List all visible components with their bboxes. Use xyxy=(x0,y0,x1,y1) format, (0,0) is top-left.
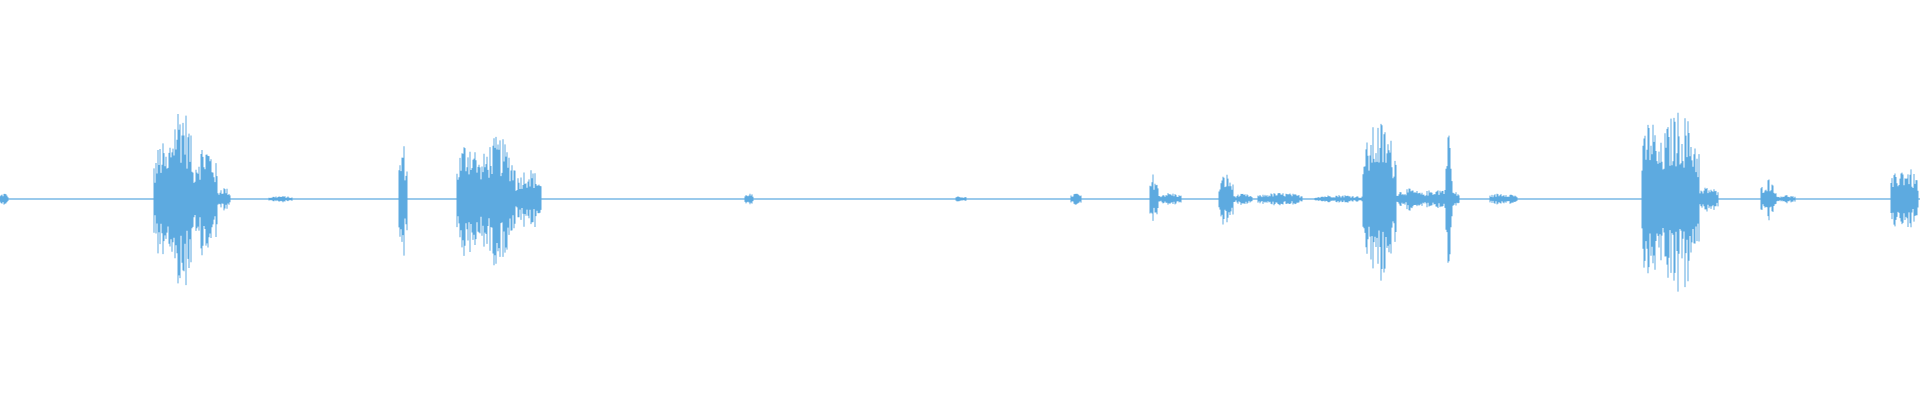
waveform-bars xyxy=(0,112,1920,292)
waveform-peaks xyxy=(0,112,1919,292)
